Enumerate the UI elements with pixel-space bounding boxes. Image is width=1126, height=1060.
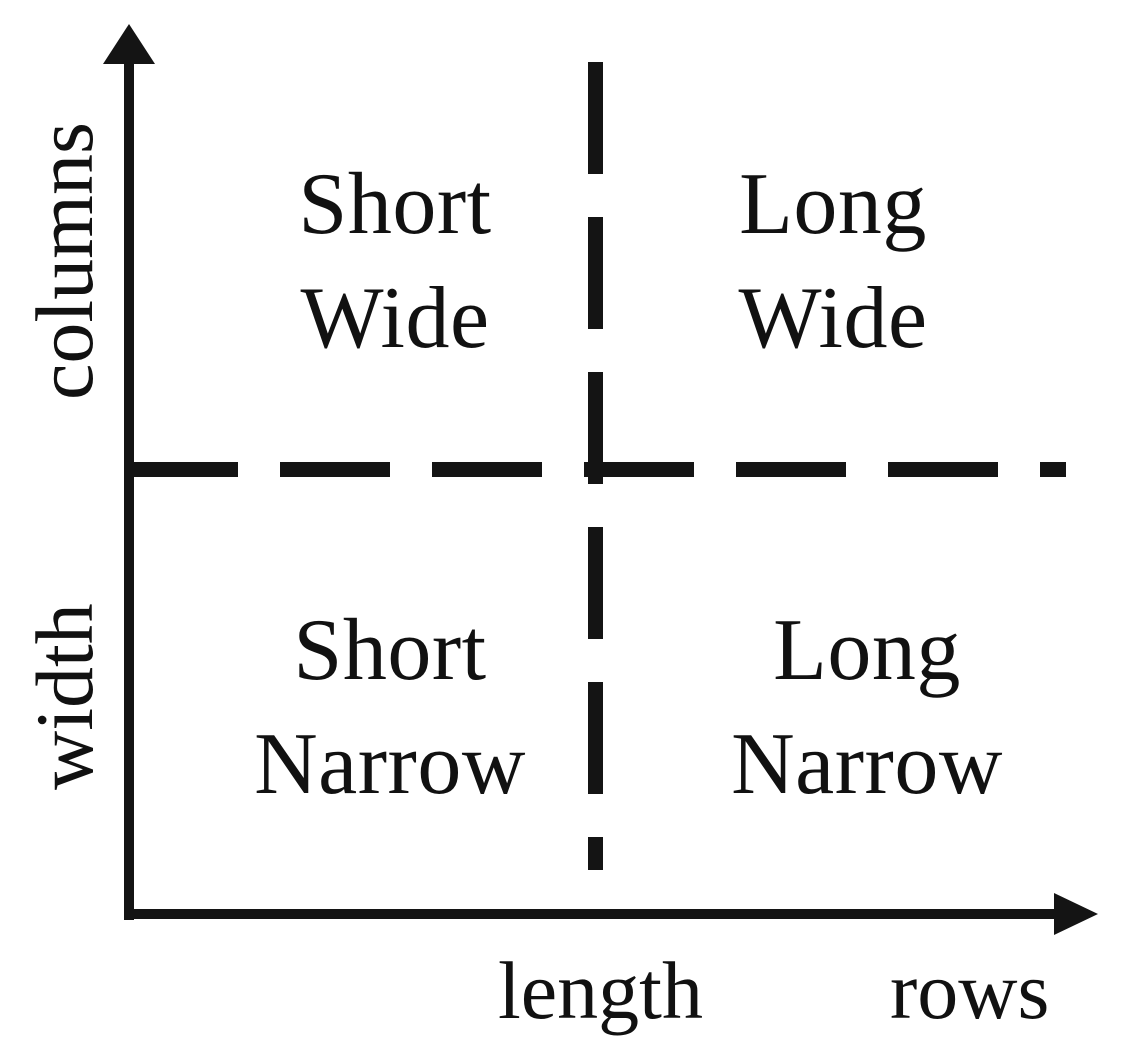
- x-axis-label-rows: rows: [890, 945, 1050, 1036]
- quadrant-bottom-right-line1: Long: [773, 602, 961, 699]
- quadrant-top-right-line1: Long: [739, 156, 927, 253]
- vertical-dashed-divider: [588, 62, 603, 870]
- quadrant-top-left: Short Wide: [230, 148, 560, 377]
- x-axis-arrowhead-icon: [1054, 893, 1098, 935]
- x-axis-label-length: length: [498, 945, 703, 1036]
- y-axis-arrowhead-icon: [103, 24, 155, 64]
- x-axis-line: [124, 909, 1064, 919]
- quadrant-top-right: Long Wide: [668, 148, 998, 377]
- quadrant-bottom-right-line2: Narrow: [731, 716, 1003, 814]
- y-axis-label-columns: columns: [19, 122, 110, 400]
- quadrant-bottom-left-line2: Narrow: [254, 716, 526, 814]
- quadrant-bottom-right: Long Narrow: [672, 594, 1062, 823]
- quadrant-bottom-left: Short Narrow: [200, 594, 580, 823]
- y-axis-label-width: width: [19, 603, 110, 790]
- quadrant-top-left-line1: Short: [298, 156, 492, 253]
- y-axis-line: [124, 58, 134, 920]
- quadrant-bottom-left-line1: Short: [293, 602, 487, 699]
- quadrant-top-left-line2: Wide: [300, 270, 490, 368]
- quadrant-top-right-line2: Wide: [738, 270, 928, 368]
